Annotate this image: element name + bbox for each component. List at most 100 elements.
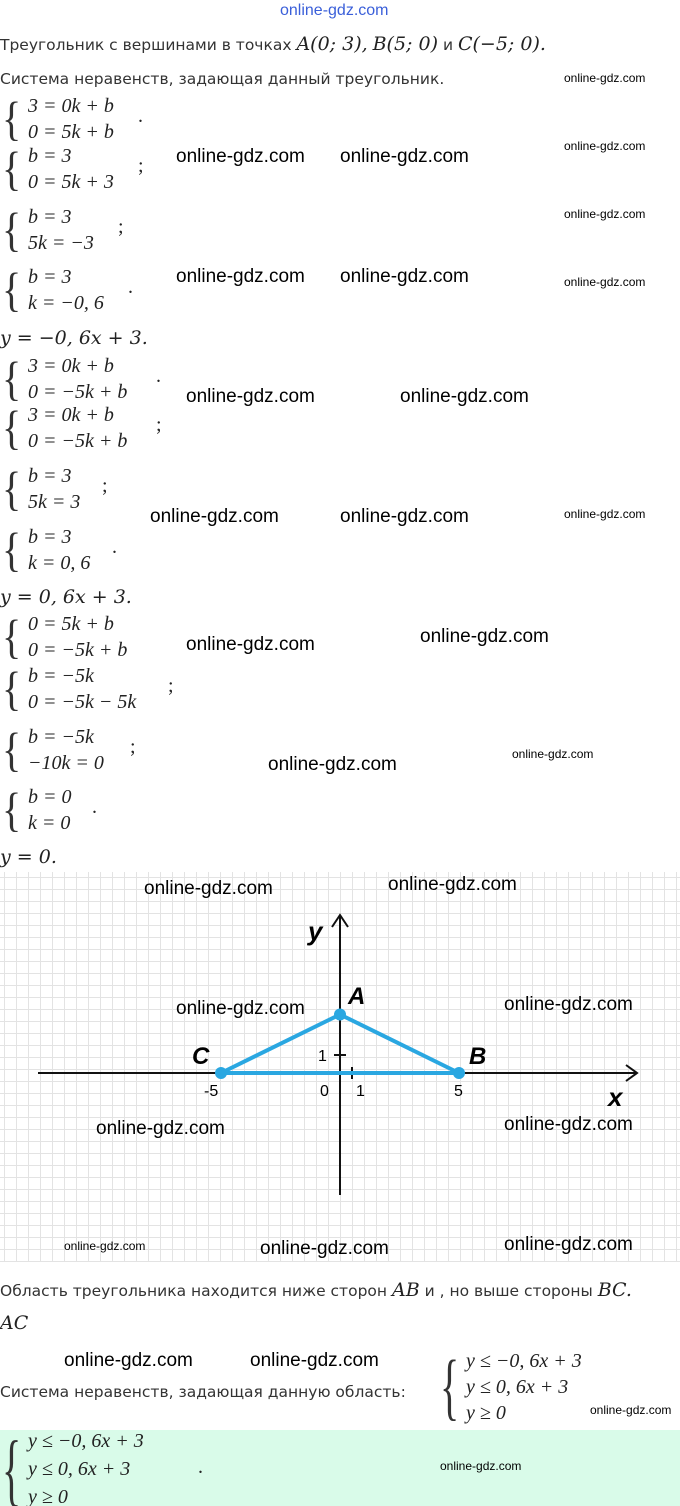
- side-bc: BC.: [597, 1279, 632, 1301]
- tick-label-1x: 1: [356, 1083, 365, 1100]
- watermark: online-gdz.com: [340, 506, 469, 527]
- equation-line: b = 3: [28, 145, 72, 167]
- equation-line: y ≥ 0: [28, 1486, 68, 1506]
- brace-icon: {: [2, 722, 22, 777]
- equation-line: 0 = 5k + 3: [28, 171, 114, 193]
- point-c: C(−5; 0).: [457, 33, 546, 55]
- system-heading: Система неравенств, задающая данный треу…: [0, 70, 445, 88]
- punctuation: ;: [138, 155, 144, 177]
- watermark: online-gdz.com: [564, 507, 646, 521]
- side-ab: AB: [391, 1279, 420, 1301]
- brace-icon: {: [2, 400, 22, 455]
- graph-svg: y x A B C 1 0 1 5 -5: [38, 913, 639, 1195]
- punctuation: .: [128, 276, 133, 298]
- watermark: online-gdz.com: [504, 1114, 633, 1135]
- punctuation: .: [198, 1456, 203, 1478]
- punctuation: .: [156, 365, 161, 387]
- label-b: B: [469, 1043, 486, 1070]
- equation-line: y ≤ −0, 6x + 3: [466, 1350, 582, 1372]
- x-axis-arrow: [625, 1064, 639, 1082]
- equation-line: 0 = −5k + b: [28, 381, 128, 403]
- x-axis-label: x: [606, 1082, 624, 1112]
- watermark: online-gdz.com: [512, 747, 594, 761]
- region-text: Область треугольника находится ниже стор…: [0, 1279, 632, 1301]
- watermark: online-gdz.com: [150, 506, 279, 527]
- result-3: y = 0.: [0, 846, 57, 868]
- punctuation: ;: [130, 736, 136, 758]
- watermark: online-gdz.com: [176, 998, 305, 1019]
- watermark: online-gdz.com: [564, 71, 646, 85]
- y-axis-arrow: [331, 913, 349, 928]
- watermark: online-gdz.com: [186, 634, 315, 655]
- watermark: online-gdz.com: [420, 626, 549, 647]
- equation-line: b = −5k: [28, 665, 94, 687]
- equation-line: b = −5k: [28, 726, 94, 748]
- watermark: online-gdz.com: [64, 1239, 146, 1253]
- vertex-A: [334, 1008, 346, 1021]
- brace-icon: {: [2, 202, 22, 257]
- equation-line: 3 = 0k + b: [28, 95, 114, 117]
- brace-icon: {: [2, 661, 22, 716]
- label-c: C: [192, 1043, 210, 1070]
- vertex-B: [453, 1067, 465, 1079]
- brace-icon: {: [2, 1424, 22, 1506]
- point-b: B(5; 0): [372, 33, 438, 55]
- equation-line: −10k = 0: [28, 752, 104, 774]
- side-AB: [339, 1012, 460, 1075]
- equation-line: 0 = 5k + b: [28, 121, 114, 143]
- brace-icon: {: [440, 1344, 460, 1428]
- equation-line: k = −0, 6: [28, 292, 104, 314]
- watermark: online-gdz.com: [144, 878, 273, 899]
- answer-box: { y ≤ −0, 6x + 3 y ≤ 0, 6x + 3 y ≥ 0.: [0, 1424, 680, 1506]
- watermark: online-gdz.com: [504, 1234, 633, 1255]
- punctuation: ;: [168, 675, 174, 697]
- punctuation: ;: [118, 216, 124, 238]
- equation-line: 5k = 3: [28, 491, 81, 513]
- equation-line: b = 3: [28, 526, 72, 548]
- punctuation: .: [112, 536, 117, 558]
- equation-line: y ≤ 0, 6x + 3: [28, 1458, 131, 1480]
- equation-line: 0 = −5k + b: [28, 430, 128, 452]
- punctuation: ;: [102, 475, 108, 497]
- brace-icon: {: [2, 262, 22, 317]
- side-ac: AC: [0, 1312, 29, 1334]
- equation-line: 3 = 0k + b: [28, 355, 114, 377]
- equation-line: y ≥ 0: [466, 1402, 506, 1424]
- brace-icon: {: [2, 141, 22, 196]
- brace-icon: {: [2, 351, 22, 406]
- watermark: online-gdz.com: [268, 754, 397, 775]
- label-a: A: [347, 983, 365, 1010]
- region-heading: Система неравенств, задающая данную обла…: [0, 1383, 406, 1401]
- watermark: online-gdz.com: [590, 1403, 672, 1417]
- watermark: online-gdz.com: [340, 266, 469, 287]
- brace-icon: {: [2, 91, 22, 146]
- equation-line: 0 = 5k + b: [28, 613, 114, 635]
- brace-icon: {: [2, 461, 22, 516]
- brace-icon: {: [2, 522, 22, 577]
- equation-line: b = 0: [28, 786, 72, 808]
- watermark: online-gdz.com: [64, 1350, 193, 1371]
- side-CA: [220, 1012, 341, 1075]
- equation-line: k = 0, 6: [28, 552, 91, 574]
- y-axis-label: y: [306, 916, 324, 946]
- watermark: online-gdz.com: [504, 994, 633, 1015]
- equation-line: 3 = 0k + b: [28, 404, 114, 426]
- watermark: online-gdz.com: [388, 874, 517, 895]
- watermark: online-gdz.com: [176, 266, 305, 287]
- watermark: online-gdz.com: [176, 146, 305, 167]
- watermark: online-gdz.com: [250, 1350, 379, 1371]
- equation-line: 0 = −5k + b: [28, 639, 128, 661]
- header-watermark: online-gdz.com: [280, 2, 389, 19]
- watermark: online-gdz.com: [260, 1238, 389, 1259]
- equation-line: y ≤ −0, 6x + 3: [28, 1430, 144, 1452]
- triangle: [215, 1008, 465, 1079]
- tick-label-minus-5: -5: [204, 1083, 218, 1100]
- brace-icon: {: [2, 782, 22, 837]
- punctuation: .: [138, 105, 143, 127]
- equation-line: y ≤ 0, 6x + 3: [466, 1376, 569, 1398]
- equation-line: 5k = −3: [28, 232, 94, 254]
- coordinate-graph: y x A B C 1 0 1 5 -5: [0, 872, 680, 1262]
- region-text-mid: и , но выше стороны: [424, 1282, 593, 1300]
- watermark: online-gdz.com: [400, 386, 529, 407]
